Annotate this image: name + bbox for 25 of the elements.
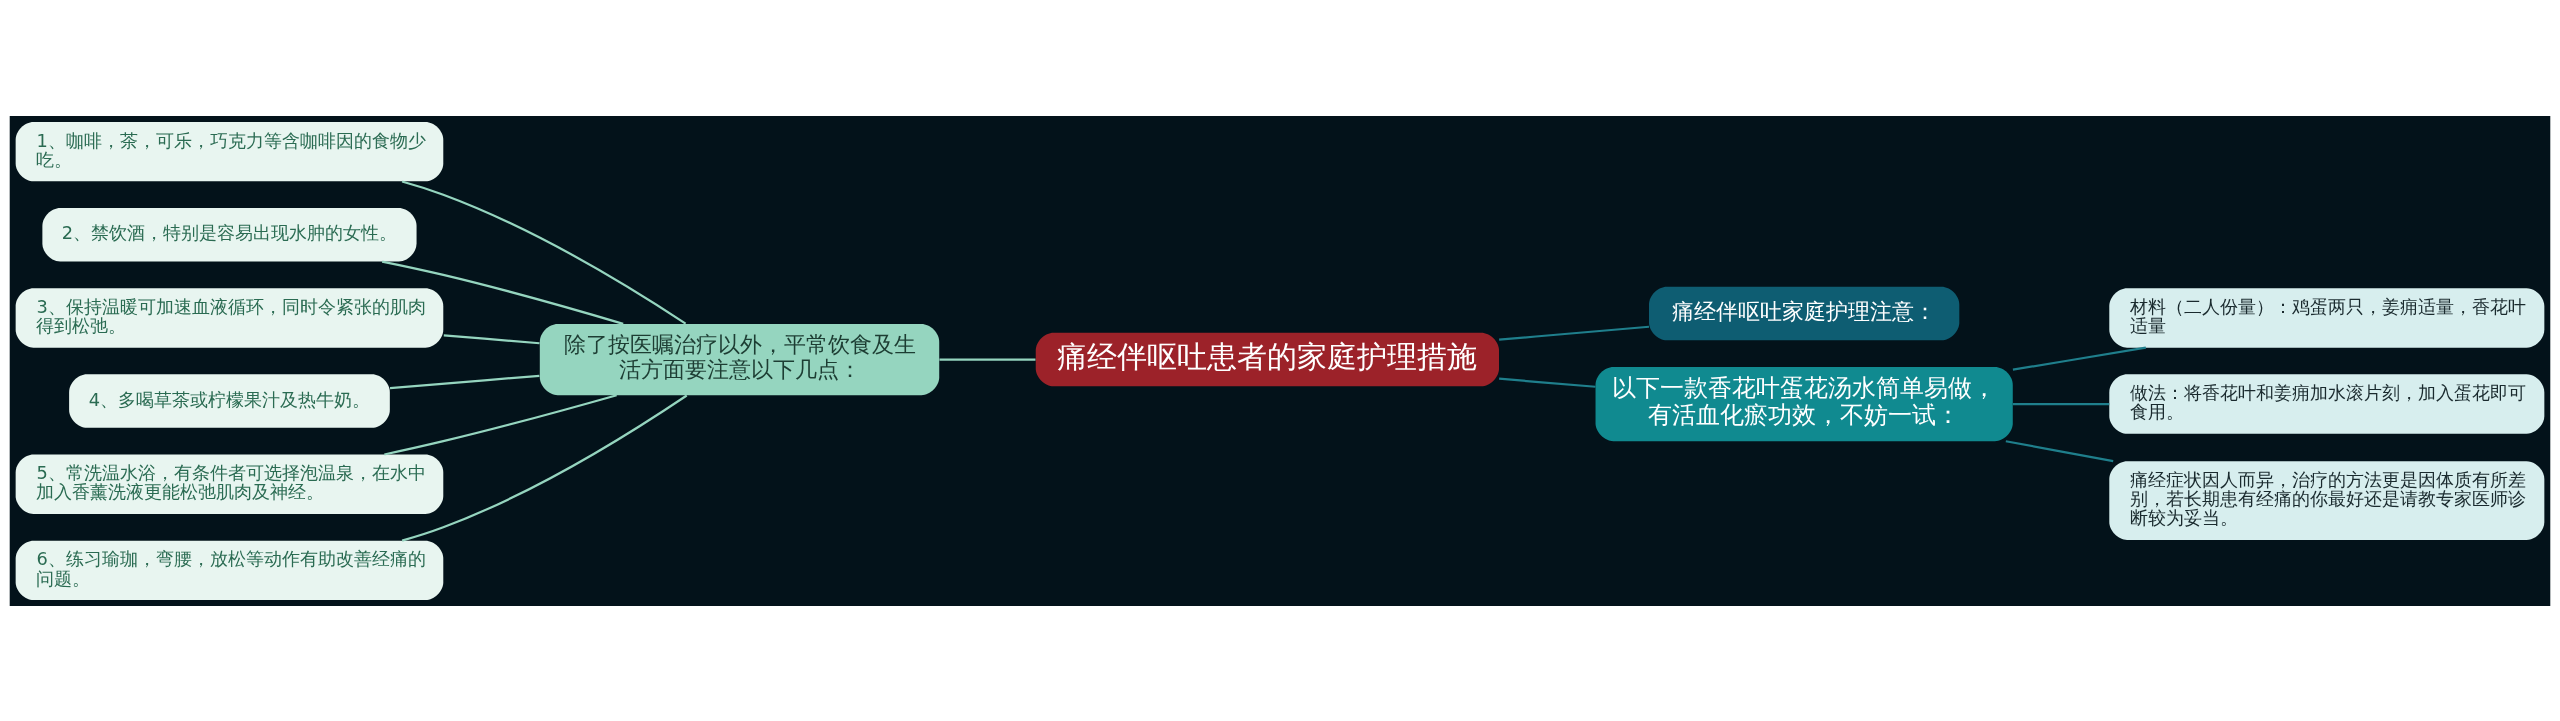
connector xyxy=(2005,439,2114,462)
connector xyxy=(401,394,688,542)
connector xyxy=(1499,325,1650,341)
connector xyxy=(384,393,617,456)
node-box: 除了按医嘱治疗以外，平常饮食及生活方面要注意以下几点： xyxy=(539,323,940,395)
connector xyxy=(381,259,624,325)
connector xyxy=(1499,377,1596,388)
connector xyxy=(443,333,540,344)
node-box: 5、常洗温水浴，有条件者可选择泡温泉，在水中加入香薰洗液更能松弛肌肉及神经。 xyxy=(15,454,444,514)
node-box: 痛经症状因人而异，治疗的方法更是因体质有所差别，若长期患有经痛的你最好还是请教专家医师诊断较为妥当。 xyxy=(2109,460,2545,540)
node-box: 2、禁饮酒，特别是容易出现水肿的女性。 xyxy=(42,207,417,261)
connector xyxy=(2012,402,2110,405)
node-box: 痛经伴呕吐患者的家庭护理措施 xyxy=(1035,332,1499,386)
node-box: 4、多喝草茶或柠檬果汁及热牛奶。 xyxy=(69,373,390,428)
connector xyxy=(401,179,687,324)
node-box: 1、咖啡，茶，可乐，巧克力等含咖啡因的食物少吃。 xyxy=(15,121,444,181)
connector xyxy=(389,374,540,389)
node-box: 痛经伴呕吐家庭护理注意： xyxy=(1649,286,1960,340)
connector xyxy=(939,357,1036,361)
connector xyxy=(2012,346,2146,371)
node-box: 以下一款香花叶蛋花汤水简单易做，有活血化瘀功效，不妨一试： xyxy=(1595,366,2013,441)
node-box: 6、练习瑜珈，弯腰，放松等动作有助改善经痛的问题。 xyxy=(15,540,444,600)
node-box: 做法：将香花叶和姜痈加水滚片刻，加入蛋花即可食用。 xyxy=(2109,373,2545,434)
node-box: 3、保持温暖可加速血液循环，同时令紧张的肌肉得到松弛。 xyxy=(15,287,444,348)
node-box: 材料（二人份量）：鸡蛋两只，姜痈适量，香花叶适量 xyxy=(2109,287,2545,348)
